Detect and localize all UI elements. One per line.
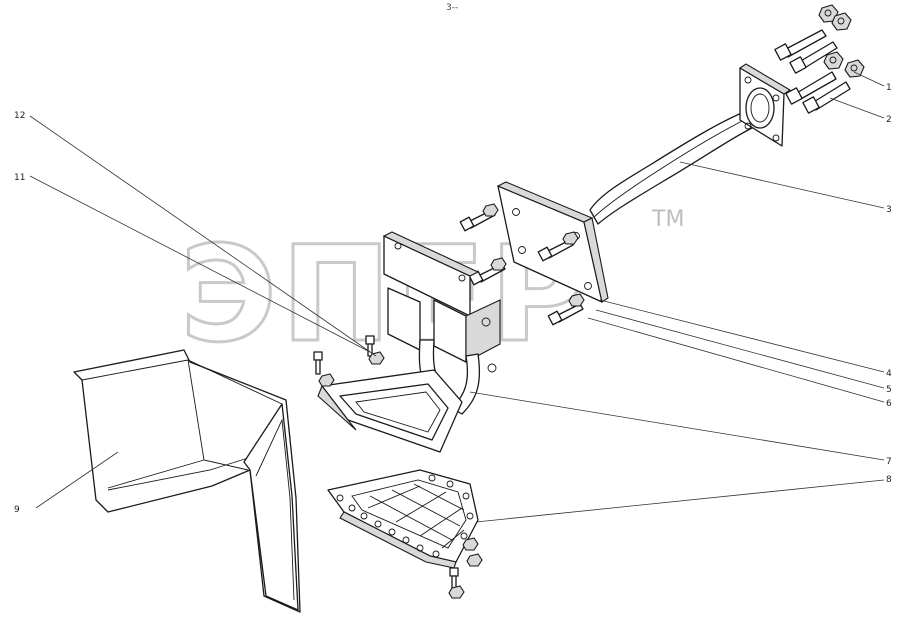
bolt-top-2: [789, 41, 838, 74]
callout-4: 4: [886, 369, 892, 379]
bolt-top-3: [785, 71, 837, 105]
watermark-trademark: TM: [651, 207, 684, 232]
tube-flange: [738, 63, 792, 147]
callout-12: 12: [14, 111, 25, 121]
bolts-top-group: [774, 4, 865, 114]
nut-top-4: [844, 59, 865, 78]
leader-lines: [29, 71, 885, 523]
nut-top-3: [823, 51, 844, 70]
mounting-plate-right: [496, 181, 609, 303]
callout-1: 1: [886, 83, 892, 93]
callout-9: 9: [14, 505, 20, 515]
bolts-mid-group: [459, 203, 585, 326]
step-frame: [313, 335, 463, 453]
bolt-top-4: [802, 81, 851, 114]
callout-6: 6: [886, 399, 892, 409]
fender: [73, 349, 301, 613]
bolt-top-1: [774, 29, 827, 61]
bolt-mid-3: [537, 231, 579, 262]
callout-7: 7: [886, 457, 892, 467]
small-bolt-left: [313, 351, 335, 387]
callout-5: 5: [886, 385, 892, 395]
bolt-mid-1: [459, 203, 499, 232]
callout-11: 11: [14, 173, 25, 183]
callout-8: 8: [886, 475, 892, 485]
grating-teeth: [336, 474, 474, 558]
step-grating: [327, 469, 483, 599]
bolt-mid-4: [547, 293, 585, 326]
support-tube: [589, 63, 792, 225]
header-mark: 3--: [446, 3, 458, 13]
nut-top-2: [831, 12, 852, 31]
grating-bolts: [448, 537, 483, 599]
callout-labels: 1 2 3 4 5 6 7 8 9 11 12: [14, 83, 892, 515]
step-bracket: [382, 231, 501, 415]
callout-3: 3: [886, 205, 892, 215]
callout-2: 2: [886, 115, 892, 125]
